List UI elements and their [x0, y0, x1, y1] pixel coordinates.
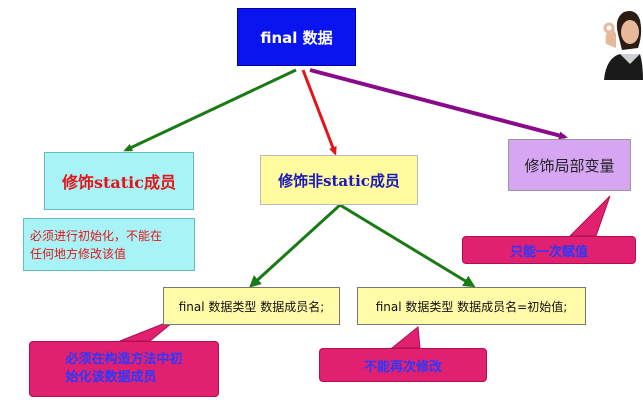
- no-modify-callout: 不能再次修改: [319, 348, 487, 382]
- arrow-nonstatic-to-decl1: [249, 203, 342, 288]
- root-label: final 数据: [260, 28, 333, 47]
- nonstatic-member-label: 修饰非static成员: [278, 171, 400, 190]
- arrow-root-to-static: [123, 68, 297, 152]
- nonstatic-member-node: 修饰非static成员: [260, 155, 418, 205]
- callout-pointer-local: [568, 195, 611, 237]
- static-note-line1: 必须进行初始化，不能在: [30, 228, 163, 243]
- arrow-root-to-local: [309, 68, 568, 140]
- declaration-no-init-label: final 数据类型 数据成员名;: [178, 299, 325, 314]
- declaration-no-init: final 数据类型 数据成员名;: [163, 287, 340, 325]
- declaration-with-init: final 数据类型 数据成员名=初始值;: [357, 287, 586, 325]
- no-modify-label: 不能再次修改: [363, 359, 442, 375]
- arrow-root-to-nonstatic: [301, 69, 337, 156]
- static-member-node: 修饰static成员: [44, 152, 194, 210]
- ctor-note-line1: 必须在构造方法中初: [65, 352, 183, 367]
- assign-once-label: 只能一次赋值: [509, 244, 588, 260]
- root-node-final-data: final 数据: [237, 8, 356, 66]
- constructor-init-callout: 必须在构造方法中初 始化该数据成员: [29, 341, 219, 397]
- static-note-line2: 任何地方修改该值: [30, 246, 127, 261]
- local-variable-node: 修饰局部变量: [508, 139, 631, 191]
- ctor-note-line2: 始化该数据成员: [65, 370, 157, 385]
- arrow-nonstatic-to-decl2: [339, 203, 476, 288]
- static-member-label: 修饰static成员: [62, 173, 176, 192]
- assign-once-callout: 只能一次赋值: [462, 236, 636, 264]
- callout-pointer-nochange: [390, 326, 421, 349]
- local-variable-label: 修饰局部变量: [524, 156, 615, 175]
- presenter-image: [600, 4, 643, 80]
- static-init-note: 必须进行初始化，不能在 任何地方修改该值: [23, 218, 195, 271]
- declaration-with-init-label: final 数据类型 数据成员名=初始值;: [375, 299, 568, 314]
